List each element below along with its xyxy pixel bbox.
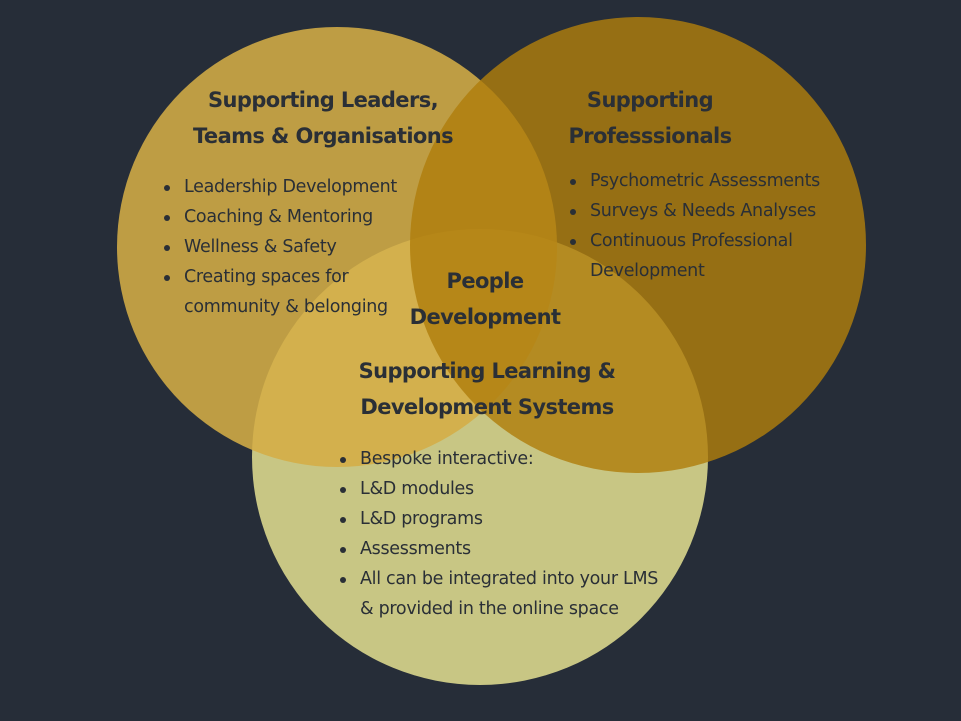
list-item: Coaching & Mentoring <box>162 202 397 232</box>
right-heading-line-1: Supporting <box>586 88 714 112</box>
right-circle-heading: Supporting Professsionals <box>540 82 760 154</box>
circle-right <box>410 17 866 473</box>
list-item: Assessments <box>338 534 658 564</box>
right-heading-line-2: Professsionals <box>568 124 732 148</box>
list-item: All can be integrated into your LMS& pro… <box>338 564 658 624</box>
left-circle-heading: Supporting Leaders, Teams & Organisation… <box>178 82 468 154</box>
center-label-line-1: People <box>446 269 525 293</box>
bottom-heading-line-2: Development Systems <box>360 395 614 419</box>
left-circle-list: Leadership Development Coaching & Mentor… <box>162 172 397 322</box>
bottom-circle-heading: Supporting Learning & Development System… <box>342 353 632 425</box>
list-item: Leadership Development <box>162 172 397 202</box>
bottom-circle-list: Bespoke interactive: L&D modules L&D pro… <box>338 444 658 624</box>
list-item: L&D modules <box>338 474 658 504</box>
left-heading-line-2: Teams & Organisations <box>192 124 454 148</box>
center-label-line-2: Development <box>409 305 561 329</box>
list-item: Surveys & Needs Analyses <box>568 196 820 226</box>
list-item: L&D programs <box>338 504 658 534</box>
list-item: Psychometric Assessments <box>568 166 820 196</box>
right-circle-list: Psychometric Assessments Surveys & Needs… <box>568 166 820 286</box>
bottom-heading-line-1: Supporting Learning & <box>358 359 616 383</box>
left-heading-line-1: Supporting Leaders, <box>208 88 439 112</box>
center-label: People Development <box>395 263 575 335</box>
list-item: Bespoke interactive: <box>338 444 658 474</box>
list-item: Wellness & Safety <box>162 232 397 262</box>
